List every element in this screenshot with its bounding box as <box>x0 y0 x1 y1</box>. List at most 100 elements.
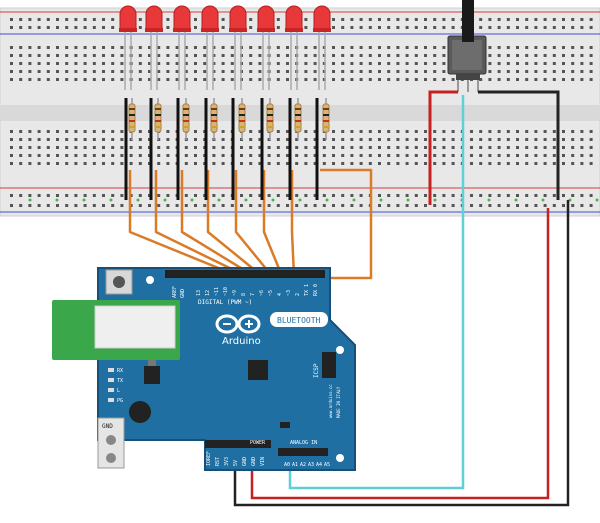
breadboard-hole <box>83 138 87 141</box>
breadboard-hole <box>194 78 197 81</box>
breadboard-hole <box>368 26 372 29</box>
breadboard-hole <box>194 194 197 197</box>
resistor-icon[interactable] <box>128 98 136 140</box>
breadboard-hole <box>580 26 584 29</box>
rail-contact <box>325 198 329 202</box>
pot-wire-black <box>478 90 560 200</box>
mounting-hole <box>146 276 154 284</box>
gnd-label-top: GND <box>180 289 186 298</box>
breadboard-hole <box>497 194 501 197</box>
breadboard-hole <box>166 204 170 207</box>
led-icon[interactable] <box>229 5 247 90</box>
breadboard-hole <box>313 70 317 73</box>
breadboard-hole <box>10 54 13 57</box>
breadboard-hole <box>92 46 96 49</box>
breadboard-hole <box>488 70 492 73</box>
digital-pin-label: TX 1 <box>304 284 310 296</box>
breadboard-hole <box>138 54 142 57</box>
breadboard-hole <box>534 162 538 165</box>
breadboard-hole <box>589 18 593 21</box>
resistor-icon[interactable] <box>154 98 162 140</box>
rail-contact <box>190 198 194 202</box>
breadboard-hole <box>212 54 216 57</box>
breadboard-hole <box>65 130 69 133</box>
resistor-icon[interactable] <box>182 98 190 140</box>
breadboard-hole <box>442 78 446 81</box>
breadboard-hole <box>552 146 556 149</box>
status-leds: RX TX L PG <box>108 368 123 404</box>
breadboard-hole <box>286 194 289 197</box>
breadboard-hole <box>442 146 446 149</box>
breadboard-hole <box>286 162 289 165</box>
breadboard-hole <box>28 78 32 81</box>
breadboard-hole <box>479 26 483 29</box>
breadboard-hole <box>258 154 262 157</box>
breadboard-hole <box>378 26 381 29</box>
breadboard-hole <box>120 46 124 49</box>
breadboard-hole <box>304 78 308 81</box>
breadboard-hole <box>184 194 188 197</box>
breadboard-hole <box>111 70 115 73</box>
breadboard-hole <box>516 62 519 65</box>
breadboard-hole <box>341 138 345 141</box>
breadboard-hole <box>166 146 170 149</box>
breadboard-hole <box>571 26 575 29</box>
resistor-icon[interactable] <box>266 98 274 140</box>
potentiometer-icon[interactable] <box>447 0 487 92</box>
breadboard-hole <box>258 78 262 81</box>
breadboard-hole <box>138 70 142 73</box>
breadboard-hole <box>414 70 418 73</box>
resistor-icon[interactable] <box>210 98 218 140</box>
breadboard-hole <box>56 130 59 133</box>
breadboard-hole <box>258 54 262 57</box>
breadboard-hole <box>148 62 151 65</box>
breadboard-hole <box>65 162 69 165</box>
led-label-tx: TX <box>117 378 123 384</box>
breadboard-hole <box>111 204 115 207</box>
breadboard-hole <box>479 130 483 133</box>
led-icon[interactable] <box>173 5 191 90</box>
rail-contact <box>136 198 140 202</box>
resistor-icon[interactable] <box>238 98 246 140</box>
breadboard-hole <box>534 154 538 157</box>
led-icon[interactable] <box>257 5 275 90</box>
breadboard-hole <box>405 162 409 165</box>
breadboard-hole <box>562 62 565 65</box>
rail-contact <box>514 198 518 202</box>
resistor-icon[interactable] <box>294 98 302 140</box>
breadboard-hole <box>286 146 289 149</box>
breadboard-hole <box>212 78 216 81</box>
digital-pin-label: ~3 <box>286 290 292 296</box>
breadboard-hole <box>19 54 23 57</box>
breadboard-hole <box>580 162 584 165</box>
breadboard-hole <box>488 54 492 57</box>
resistor-icon[interactable] <box>322 98 330 140</box>
breadboard-hole <box>304 146 308 149</box>
breadboard-hole <box>525 46 529 49</box>
breadboard-hole <box>543 154 547 157</box>
led-icon[interactable] <box>145 5 163 90</box>
breadboard-hole <box>65 194 69 197</box>
breadboard-hole <box>194 154 197 157</box>
led-icon[interactable] <box>119 5 137 90</box>
breadboard-hole <box>497 70 501 73</box>
breadboard-hole <box>249 162 253 165</box>
breadboard-hole <box>138 62 142 65</box>
breadboard-hole <box>258 70 262 73</box>
breadboard-hole <box>313 194 317 197</box>
breadboard-hole <box>37 146 41 149</box>
breadboard-hole <box>396 154 400 157</box>
breadboard-hole <box>249 194 253 197</box>
breadboard-hole <box>138 46 142 49</box>
breadboard-hole <box>387 78 391 81</box>
led-icon[interactable] <box>285 5 303 90</box>
breadboard-hole <box>286 138 289 141</box>
led-icon[interactable] <box>313 5 331 90</box>
breadboard-hole <box>506 146 510 149</box>
breadboard-hole <box>322 146 326 149</box>
breadboard-hole <box>157 54 161 57</box>
breadboard-hole <box>534 194 538 197</box>
led-icon[interactable] <box>201 5 219 90</box>
breadboard-hole <box>332 146 335 149</box>
breadboard-hole <box>534 46 538 49</box>
